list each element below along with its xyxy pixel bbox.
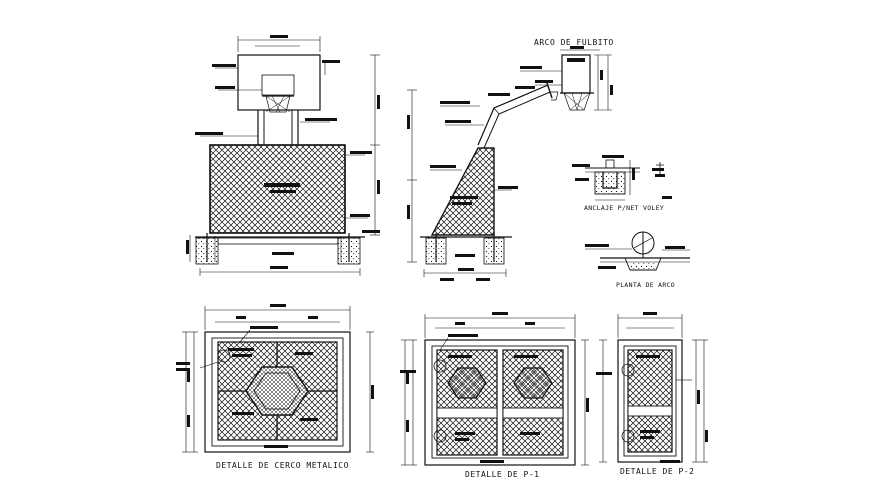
door-p2-detail xyxy=(596,312,708,463)
door-p1-detail xyxy=(400,312,589,466)
p1-detail-title: DETALLE DE P-1 xyxy=(465,470,540,479)
fence-detail-title: DETALLE DE CERCO METALICO xyxy=(216,461,349,470)
fence-detail xyxy=(176,304,374,453)
soccer-goal-elevation xyxy=(520,46,613,111)
p2-detail-title: DETALLE DE P-2 xyxy=(620,467,695,476)
basketball-front-elevation xyxy=(186,35,380,276)
goal-plan-title: PLANTA DE ARCO xyxy=(616,281,675,289)
volley-anchor-detail xyxy=(572,155,672,201)
goal-plan-detail xyxy=(585,231,690,271)
soccer-goal-title: ARCO DE FULBITO xyxy=(534,38,614,47)
volley-anchor-title: ANCLAJE P/NET VOLEY xyxy=(584,204,665,212)
basketball-side-elevation xyxy=(407,79,559,281)
